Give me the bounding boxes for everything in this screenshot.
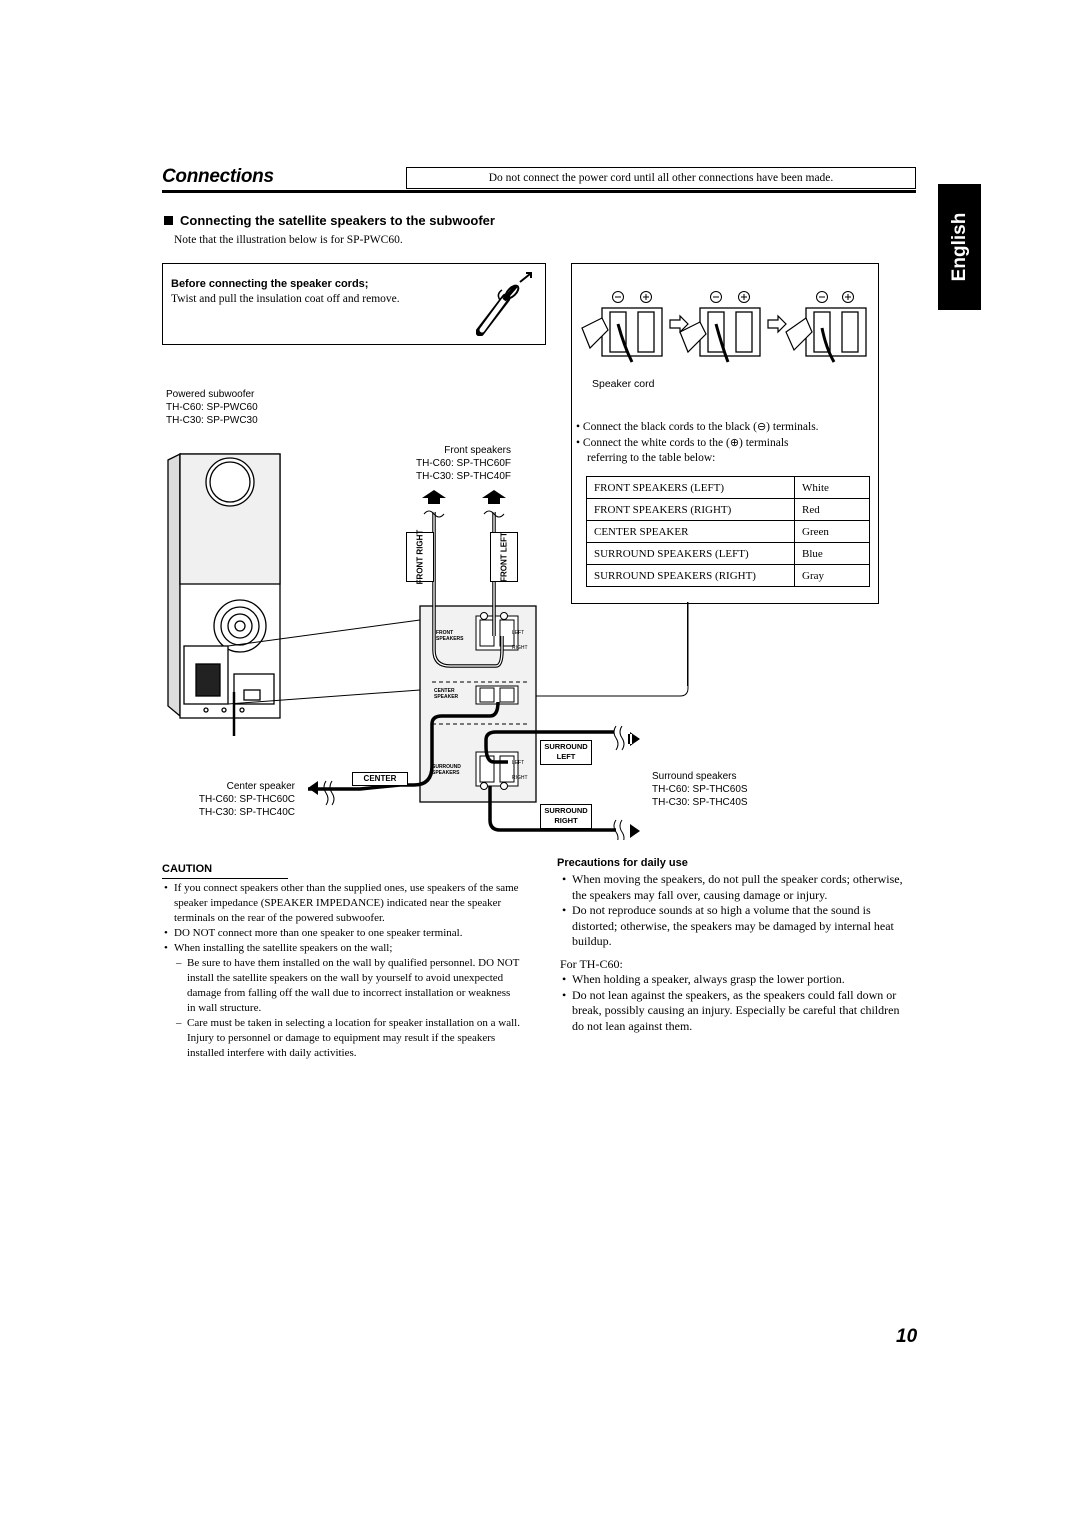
precautions-list-model: When holding a speaker, always grasp the… [560, 972, 910, 1034]
front-speakers-label-line1: Front speakers [444, 445, 511, 456]
center-speaker-label-line2: TH-C60: SP-THC60C [198, 794, 295, 805]
center-speaker-label-line3: TH-C30: SP-THC40C [198, 807, 295, 818]
section-heading-text: Connecting the satellite speakers to the… [180, 213, 495, 228]
section-heading: Connecting the satellite speakers to the… [164, 213, 495, 228]
surround-speakers-label-line1: Surround speakers [652, 771, 737, 782]
caution-list: If you connect speakers other than the s… [162, 881, 520, 1061]
precautions-body: When moving the speakers, do not pull th… [560, 872, 910, 1034]
panel-front-left-label: LEFT [512, 630, 525, 636]
plus-terminal-icon: ⊕ [729, 437, 740, 449]
subwoofer-label-line1: Powered subwoofer [166, 389, 255, 400]
precaution-item: Do not reproduce sounds at so high a vol… [560, 903, 910, 950]
front-speakers-label-line2: TH-C60: SP-THC60F [415, 458, 511, 469]
wire-twist-icon [476, 272, 532, 336]
panel-center-line2: SPEAKER [434, 694, 459, 700]
panel-front-line1: FRONT [436, 630, 454, 636]
bullet-black-cords: • Connect the black cords to the black (… [576, 421, 819, 433]
language-tab-label: English [948, 212, 970, 282]
tag-surround-right-line2: RIGHT [554, 816, 578, 825]
table-cell-color: Gray [794, 564, 870, 587]
prep-title: Before connecting the speaker cords; [171, 278, 369, 290]
section-note: Note that the illustration below is for … [174, 234, 403, 246]
caution-item: When installing the satellite speakers o… [162, 941, 520, 956]
subwoofer-illustration [167, 452, 281, 719]
tag-front-left-text: FRONT LEFT [499, 532, 509, 582]
page-title: Connections [162, 166, 274, 187]
bullet-black-post: ) terminals. [766, 421, 819, 433]
caution-title: CAUTION [162, 863, 213, 875]
bullet-white-cords-cont: referring to the table below: [587, 452, 716, 464]
caution-item: If you connect speakers other than the s… [162, 881, 520, 926]
caution-subitem: Be sure to have them installed on the wa… [162, 956, 520, 1016]
precaution-item: When moving the speakers, do not pull th… [560, 872, 910, 903]
center-speaker-label-line1: Center speaker [226, 781, 295, 792]
subwoofer-label-line2: TH-C60: SP-PWC60 [166, 402, 258, 413]
precaution-item: Do not lean against the speakers, as the… [560, 988, 910, 1035]
cord-color-table: FRONT SPEAKERS (LEFT)White FRONT SPEAKER… [586, 476, 870, 587]
page-number: 10 [896, 1326, 918, 1347]
subwoofer-label-line3: TH-C30: SP-PWC30 [166, 415, 258, 426]
table-cell-speaker: SURROUND SPEAKERS (RIGHT) [586, 564, 795, 587]
tag-surround-right-line1: SURROUND [544, 806, 588, 815]
prep-box [162, 263, 546, 345]
wiring-diagram [167, 452, 689, 840]
square-bullet-icon [164, 216, 173, 225]
table-cell-color: Blue [794, 542, 870, 565]
caution-subitem: Care must be taken in selecting a locati… [162, 1016, 520, 1061]
bullet-white-post: ) terminals [739, 437, 789, 449]
table-cell-speaker: SURROUND SPEAKERS (LEFT) [586, 542, 795, 565]
tag-front-right: FRONT RIGHT [406, 529, 434, 585]
language-tab: English [938, 184, 981, 310]
speaker-cord-label: Speaker cord [592, 378, 655, 390]
panel-front-right-label: RIGHT [512, 645, 528, 651]
caution-item: DO NOT connect more than one speaker to … [162, 926, 520, 941]
tag-surround-right: SURROUND RIGHT [540, 804, 592, 829]
panel-surround-line1: SURROUND [432, 764, 461, 770]
bullet-black-pre: Connect the black cords to the black ( [582, 421, 757, 433]
front-speakers-label-line3: TH-C30: SP-THC40F [415, 471, 511, 482]
lead-line [687, 602, 688, 686]
for-model-label: For TH-C60: [560, 956, 623, 971]
center-speaker-label: Center speaker TH-C60: SP-THC60C TH-C30:… [192, 780, 295, 819]
header-rule [162, 190, 916, 193]
panel-surround-right-label: RIGHT [512, 775, 528, 781]
tag-surround-left-line2: LEFT [556, 752, 576, 761]
panel-surround-left-label: LEFT [512, 760, 525, 766]
subwoofer-label: Powered subwoofer TH-C60: SP-PWC60 TH-C3… [166, 388, 258, 427]
minus-terminal-icon: ⊖ [756, 421, 767, 433]
panel-surround-line2: SPEAKERS [432, 770, 460, 776]
tag-center: CENTER [352, 772, 408, 786]
tag-front-right-text: FRONT RIGHT [415, 529, 425, 585]
precautions-title: Precautions for daily use [557, 857, 688, 869]
table-cell-color: White [794, 476, 870, 499]
terminal-connection-steps [581, 291, 867, 363]
table-cell-color: Red [794, 498, 870, 521]
surround-speakers-label-line3: TH-C30: SP-THC40S [652, 797, 748, 808]
panel-front-line2: SPEAKERS [436, 636, 464, 642]
bullet-white-cords: • Connect the white cords to the (⊕) ter… [576, 437, 789, 449]
tag-surround-left: SURROUND LEFT [540, 740, 592, 765]
table-row: FRONT SPEAKERS (RIGHT)Red [586, 498, 870, 521]
tag-front-left: FRONT LEFT [490, 532, 518, 582]
prep-text: Twist and pull the insulation coat off a… [171, 293, 400, 305]
precautions-list: When moving the speakers, do not pull th… [560, 872, 910, 950]
terminal-instructions-box [571, 263, 879, 604]
panel-center-line1: CENTER [434, 688, 455, 694]
bullet-white-pre: Connect the white cords to the ( [582, 437, 730, 449]
power-cord-notice: Do not connect the power cord until all … [406, 167, 916, 189]
surround-speakers-label: Surround speakers TH-C60: SP-THC60S TH-C… [652, 770, 748, 809]
front-speakers-label: Front speakers TH-C60: SP-THC60F TH-C30:… [408, 444, 511, 483]
table-row: SURROUND SPEAKERS (LEFT)Blue [586, 542, 870, 565]
table-cell-color: Green [794, 520, 870, 543]
precaution-item: When holding a speaker, always grasp the… [560, 972, 910, 988]
tag-surround-left-line1: SURROUND [544, 742, 588, 751]
surround-speakers-label-line2: TH-C60: SP-THC60S [652, 784, 748, 795]
table-row: SURROUND SPEAKERS (RIGHT)Gray [586, 564, 870, 587]
caution-rule [162, 878, 288, 879]
